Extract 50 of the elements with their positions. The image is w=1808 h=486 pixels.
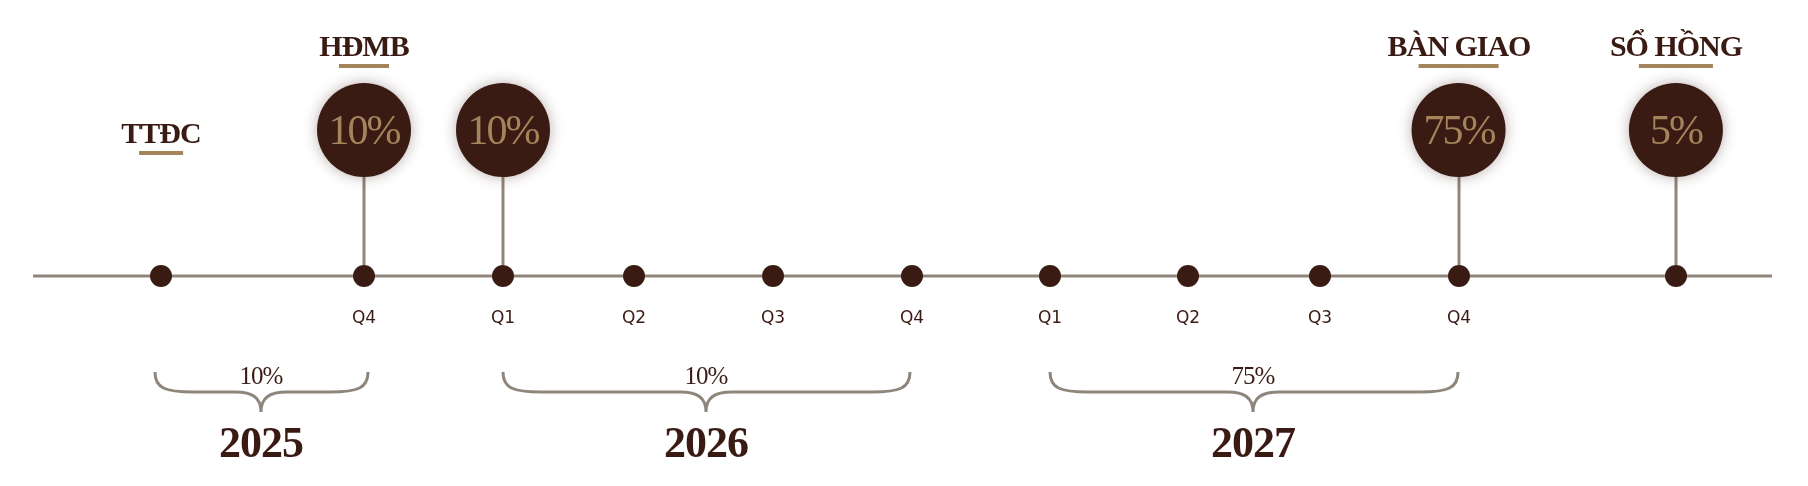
timeline-line [172, 274, 353, 278]
year-label: 2027 [1211, 421, 1295, 465]
quarter-label: Q4 [351, 308, 377, 326]
timeline-dot-icon [623, 265, 645, 287]
quarter-label: Q2 [621, 308, 647, 326]
timeline-dot-icon [353, 265, 375, 287]
timeline-line [33, 274, 150, 278]
percent-value: 10% [328, 109, 400, 151]
milestone-heading: HĐMB [319, 31, 409, 68]
quarter-label: Q4 [899, 308, 925, 326]
timeline-line [375, 274, 492, 278]
milestone-heading: TTĐC [121, 118, 201, 155]
timeline-dot-icon [1177, 265, 1199, 287]
timeline-line [1331, 274, 1448, 278]
quarter-label: Q1 [490, 308, 516, 326]
timeline-line [1470, 274, 1665, 278]
year-label: 2025 [219, 421, 303, 465]
timeline-line [1687, 274, 1772, 278]
percent-label: 75% [1231, 363, 1275, 389]
milestone-heading: SỔ HỒNG [1609, 31, 1743, 68]
timeline-dot-icon [762, 265, 784, 287]
percent-value: 10% [467, 109, 539, 151]
quarter-label: Q1 [1037, 308, 1063, 326]
timeline-line [923, 274, 1039, 278]
timeline-line [784, 274, 901, 278]
percent-value: 75% [1423, 109, 1495, 151]
timeline-line [1061, 274, 1177, 278]
quarter-label: Q3 [760, 308, 786, 326]
stem-line [1457, 177, 1461, 265]
percent-label: 10% [684, 363, 728, 389]
stem-line [362, 177, 366, 265]
timeline-dot-icon [1448, 265, 1470, 287]
timeline-dot-icon [492, 265, 514, 287]
quarter-label: Q2 [1175, 308, 1201, 326]
percent-value: 5% [1650, 109, 1702, 151]
timeline-line [1199, 274, 1309, 278]
timeline-line [645, 274, 762, 278]
quarter-label: Q4 [1446, 308, 1472, 326]
timeline-dot-icon [1309, 265, 1331, 287]
timeline-dot-icon [901, 265, 923, 287]
quarter-label: Q3 [1307, 308, 1333, 326]
timeline-dot-icon [150, 265, 172, 287]
timeline-dot-icon [1665, 265, 1687, 287]
timeline-line [514, 274, 623, 278]
milestone-heading: BÀN GIAO [1387, 31, 1531, 68]
stem-line [501, 177, 505, 265]
year-label: 2026 [664, 421, 748, 465]
percent-label: 10% [239, 363, 283, 389]
stem-line [1674, 177, 1678, 265]
timeline-dot-icon [1039, 265, 1061, 287]
